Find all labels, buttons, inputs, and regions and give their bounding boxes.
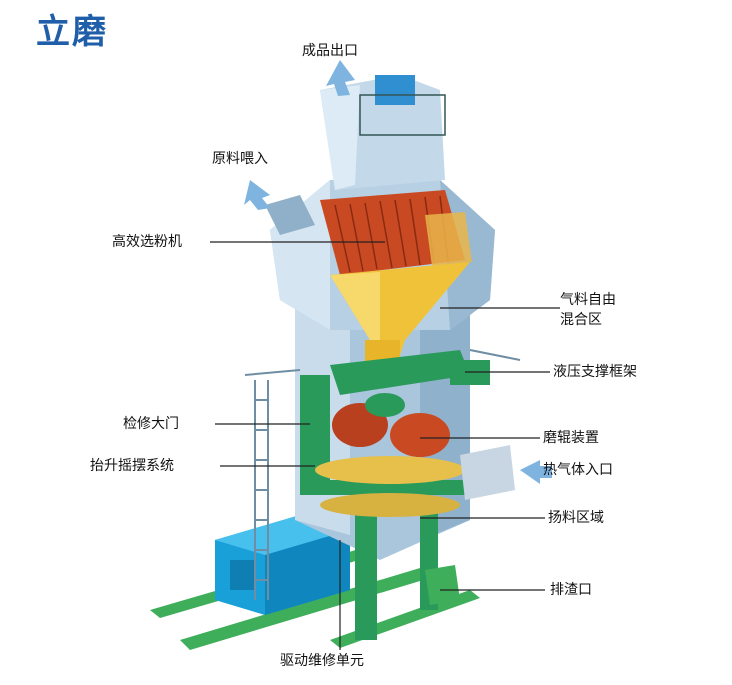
label-maintenance-door: 检修大门	[123, 416, 179, 432]
outlet-arrow-icon	[326, 60, 355, 96]
feed-chute	[265, 195, 315, 235]
label-gas-mix-line2: 混合区	[560, 312, 602, 328]
page-title: 立磨	[36, 12, 108, 52]
gas-arrow-icon	[520, 460, 552, 484]
leader-lines	[210, 241, 560, 650]
label-product-outlet: 成品出口	[302, 43, 358, 59]
hot-gas-duct	[460, 445, 515, 500]
product-outlet-duct	[320, 75, 446, 190]
label-hot-gas-inlet: 热气体入口	[543, 462, 613, 478]
grinding-table	[315, 456, 465, 517]
label-drive-unit: 驱动维修单元	[280, 653, 364, 669]
label-lifting-zone: 扬料区域	[548, 510, 604, 526]
label-lift-swing: 抬升摇摆系统	[90, 458, 174, 474]
label-raw-feed: 原料喂入	[212, 151, 268, 167]
label-gas-mix: 气料自由 混合区	[560, 290, 616, 330]
flow-arrows	[244, 60, 552, 484]
slag-outlet	[425, 565, 460, 605]
label-gas-mix-line1: 气料自由	[560, 292, 616, 308]
label-roller-device: 磨辊装置	[543, 430, 599, 446]
separator-cage	[320, 190, 472, 275]
ladders	[244, 349, 521, 600]
label-hydraulic-frame: 液压支撑框架	[553, 364, 637, 380]
feed-arrow-icon	[244, 180, 270, 210]
drive-unit	[215, 515, 350, 615]
label-slag-outlet: 排渣口	[550, 582, 592, 598]
grinding-rollers	[332, 393, 450, 457]
label-separator: 高效选粉机	[112, 234, 182, 250]
